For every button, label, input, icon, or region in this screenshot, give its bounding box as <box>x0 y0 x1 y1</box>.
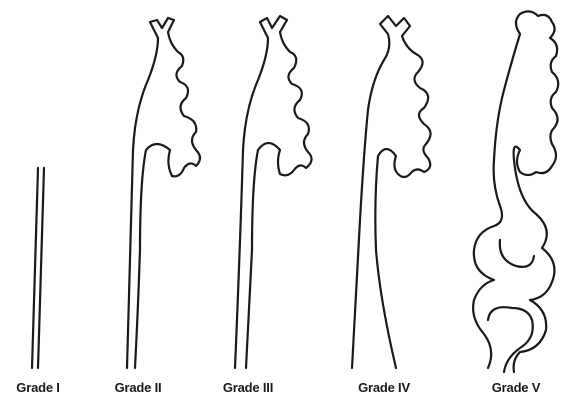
grade-2-label: Grade II <box>115 380 162 395</box>
grade-1-label: Grade I <box>16 380 59 395</box>
grade-4-label: Grade IV <box>358 380 410 395</box>
grade-1-illustration <box>32 168 44 368</box>
grade-4-illustration <box>352 16 431 368</box>
grade-5-illustration <box>473 11 558 372</box>
grade-3-label: Grade III <box>223 380 273 395</box>
grade-5-label: Grade V <box>492 380 540 395</box>
grade-3-illustration <box>235 16 312 368</box>
grade-2-illustration <box>127 18 200 368</box>
